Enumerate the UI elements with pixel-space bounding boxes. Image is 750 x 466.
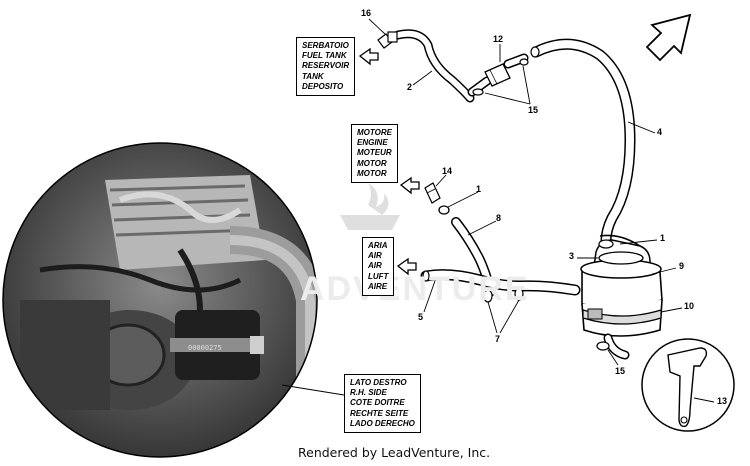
- box-line: TANK: [302, 71, 324, 81]
- part-number-15-top: 15: [528, 105, 539, 115]
- box-line: AIR: [368, 251, 382, 261]
- label-box-fuel-tank: SERBATOIO FUEL TANK RESERVOIR TANK DEPOS…: [296, 37, 356, 97]
- box-line: MOTORE: [357, 128, 392, 137]
- orientation-arrow: [645, 13, 692, 62]
- part-number-13: 13: [717, 396, 728, 406]
- footer-credit: Rendered by LeadVenture, Inc.: [298, 445, 491, 460]
- part-number-12: 12: [493, 34, 504, 44]
- box-line: DEPOSITO: [302, 81, 344, 91]
- box-line: MOTEUR: [357, 148, 392, 158]
- photo-part-code: 00000275: [188, 344, 222, 352]
- box-line: ENGINE: [357, 138, 388, 148]
- part-number-10: 10: [684, 301, 695, 311]
- hose-2: [377, 29, 475, 103]
- label-box-engine: MOTORE ENGINE MOTEUR MOTOR MOTOR: [351, 124, 398, 184]
- box-line: LADO DERECHO: [350, 418, 415, 428]
- box-line: MOTOR: [357, 158, 387, 168]
- check-valve-12: [467, 53, 529, 97]
- box-line: SERBATOIO: [302, 41, 349, 50]
- box-line: AIRE: [368, 281, 388, 291]
- bracket-13-detail: [641, 338, 735, 432]
- hose-5: [420, 269, 581, 303]
- engine-photo-inset: 00000275: [2, 142, 318, 458]
- box-line: MOTOR: [357, 168, 387, 178]
- box-line: R.H. SIDE: [350, 388, 387, 398]
- watermark-text: ADVENTURE: [300, 270, 530, 308]
- part-number-16: 16: [361, 8, 372, 18]
- part-number-4: 4: [657, 127, 663, 137]
- part-number-1-top: 1: [476, 184, 482, 194]
- box-line: RECHTE SEITE: [350, 408, 409, 418]
- part-number-3: 3: [569, 251, 575, 261]
- part-number-15-bottom: 15: [615, 366, 626, 376]
- pointer-arrows: [358, 47, 420, 276]
- part-number-8: 8: [496, 213, 502, 223]
- reservoir-9: [580, 234, 663, 360]
- part-number-5: 5: [418, 312, 424, 322]
- box-line: RESERVOIR: [302, 61, 350, 71]
- part-number-1-right: 1: [660, 233, 666, 243]
- label-box-air: ARIA AIR AIR LUFT AIRE: [362, 237, 395, 297]
- box-line: LATO DESTRO: [350, 378, 407, 387]
- part-number-9: 9: [679, 261, 685, 271]
- part-number-2: 2: [407, 82, 413, 92]
- box-line: AIR: [368, 261, 382, 271]
- fitting-14: [424, 182, 450, 215]
- box-line: COTE DOITRE: [350, 398, 405, 408]
- part-number-14: 14: [442, 166, 453, 176]
- watermark-logo: [340, 183, 400, 230]
- leader-lines: [281, 18, 715, 403]
- box-line: FUEL TANK: [302, 51, 347, 61]
- hose-4: [530, 38, 636, 252]
- part-number-7: 7: [495, 334, 501, 344]
- box-line: LUFT: [368, 271, 389, 281]
- label-box-rh-side: LATO DESTRO R.H. SIDE COTE DOITRE RECHTE…: [344, 374, 421, 434]
- box-line: ARIA: [368, 241, 388, 250]
